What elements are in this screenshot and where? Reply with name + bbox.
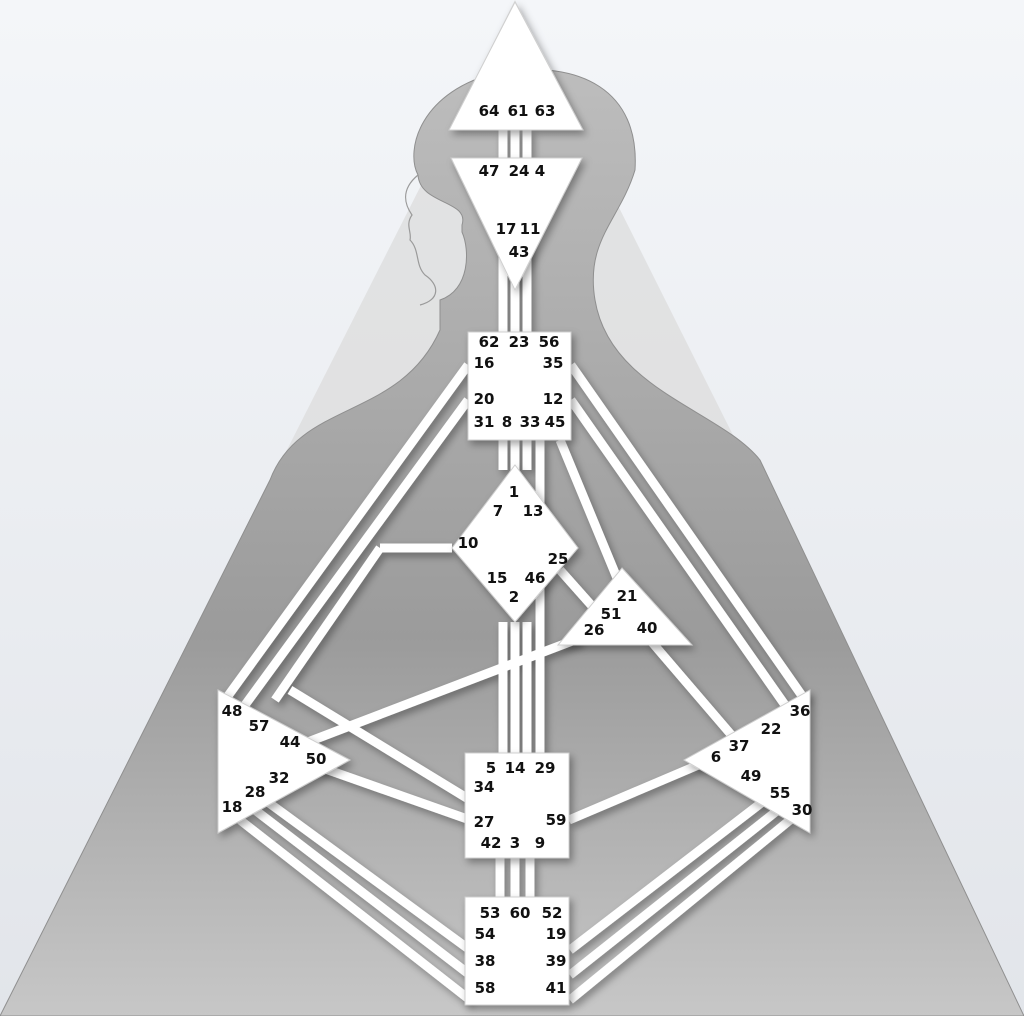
gate-56-label: 56 [539, 333, 560, 351]
channel-line-16 [221, 362, 472, 703]
gate-21-label: 21 [617, 587, 638, 605]
gate-2-label: 2 [509, 588, 519, 606]
channel-line-29 [237, 816, 473, 1004]
center-heart [556, 567, 694, 646]
gate-46-label: 46 [525, 569, 546, 587]
gate-16-label: 16 [474, 354, 495, 372]
gate-4-label: 4 [535, 162, 545, 180]
gate-37-label: 37 [729, 737, 750, 755]
gate-30-label: 30 [792, 801, 813, 819]
channel-line-18 [567, 362, 809, 703]
channel-line-31 [262, 796, 473, 954]
gate-41-label: 41 [546, 979, 567, 997]
gate-57-label: 57 [249, 717, 270, 735]
gate-39-label: 39 [546, 952, 567, 970]
gate-33-label: 33 [520, 413, 541, 431]
gate-36-label: 36 [790, 702, 811, 720]
channel-line-20 [555, 438, 627, 592]
gate-7-label: 7 [493, 502, 503, 520]
gate-50-label: 50 [306, 750, 327, 768]
gate-48-label: 48 [222, 702, 243, 720]
gate-54-label: 54 [475, 925, 496, 943]
gate-60-label: 60 [510, 904, 531, 922]
center-root [464, 896, 570, 1006]
gate-29-label: 29 [535, 759, 556, 777]
channel-line-28 [567, 755, 712, 825]
gate-42-label: 42 [481, 834, 502, 852]
channel-line-17 [241, 397, 472, 708]
gate-52-label: 52 [542, 904, 563, 922]
gate-55-label: 55 [770, 784, 791, 802]
gate-15-label: 15 [487, 569, 508, 587]
gate-51-label: 51 [601, 605, 622, 623]
gate-35-label: 35 [543, 354, 564, 372]
center-sacral [464, 752, 570, 859]
center-g [451, 464, 579, 623]
gate-27-label: 27 [474, 813, 495, 831]
gate-13-label: 13 [523, 502, 544, 520]
gate-8-label: 8 [502, 413, 512, 431]
gate-1-label: 1 [509, 483, 519, 501]
gate-11-label: 11 [520, 220, 541, 238]
gate-58-label: 58 [475, 979, 496, 997]
gate-10-label: 10 [458, 534, 479, 552]
center-ajna [450, 157, 583, 292]
center-solar-plexus [682, 689, 811, 834]
gate-9-label: 9 [535, 834, 545, 852]
channel-line-19 [567, 397, 789, 708]
gate-22-label: 22 [761, 720, 782, 738]
gate-31-label: 31 [474, 413, 495, 431]
gate-14-label: 14 [505, 759, 526, 777]
gate-62-label: 62 [479, 333, 500, 351]
gate-40-label: 40 [637, 619, 658, 637]
gate-6-label: 6 [711, 748, 721, 766]
gate-32-label: 32 [269, 769, 290, 787]
gate-5-label: 5 [486, 759, 496, 777]
center-spleen [217, 689, 352, 834]
gate-19-label: 19 [546, 925, 567, 943]
channel-line-23 [271, 545, 384, 703]
gate-63-label: 63 [535, 102, 556, 120]
channel-line-34 [567, 796, 768, 954]
gate-34-label: 34 [474, 778, 495, 796]
gate-25-label: 25 [548, 550, 569, 568]
gate-12-label: 12 [543, 390, 564, 408]
gate-64-label: 64 [479, 102, 500, 120]
gate-26-label: 26 [584, 621, 605, 639]
gate-44-label: 44 [280, 733, 301, 751]
centers [217, 0, 811, 1006]
gate-43-label: 43 [509, 243, 530, 261]
gate-18-label: 18 [222, 798, 243, 816]
gate-49-label: 49 [741, 767, 762, 785]
gate-23-label: 23 [509, 333, 530, 351]
gate-3-label: 3 [510, 834, 520, 852]
gate-17-label: 17 [496, 220, 517, 238]
center-head [448, 0, 584, 131]
gate-47-label: 47 [479, 162, 500, 180]
gate-53-label: 53 [480, 904, 501, 922]
face-profile [405, 174, 437, 306]
gate-20-label: 20 [474, 390, 495, 408]
channel-line-26 [287, 686, 473, 804]
channel-line-32 [567, 816, 793, 1004]
gate-38-label: 38 [475, 952, 496, 970]
gate-45-label: 45 [545, 413, 566, 431]
center-throat [467, 331, 572, 441]
channel-line-25 [646, 637, 744, 748]
gate-59-label: 59 [546, 811, 567, 829]
gate-28-label: 28 [245, 783, 266, 801]
channel-line-33 [567, 806, 781, 979]
gate-61-label: 61 [508, 102, 529, 120]
gate-24-label: 24 [509, 162, 530, 180]
channel-line-30 [252, 806, 473, 979]
